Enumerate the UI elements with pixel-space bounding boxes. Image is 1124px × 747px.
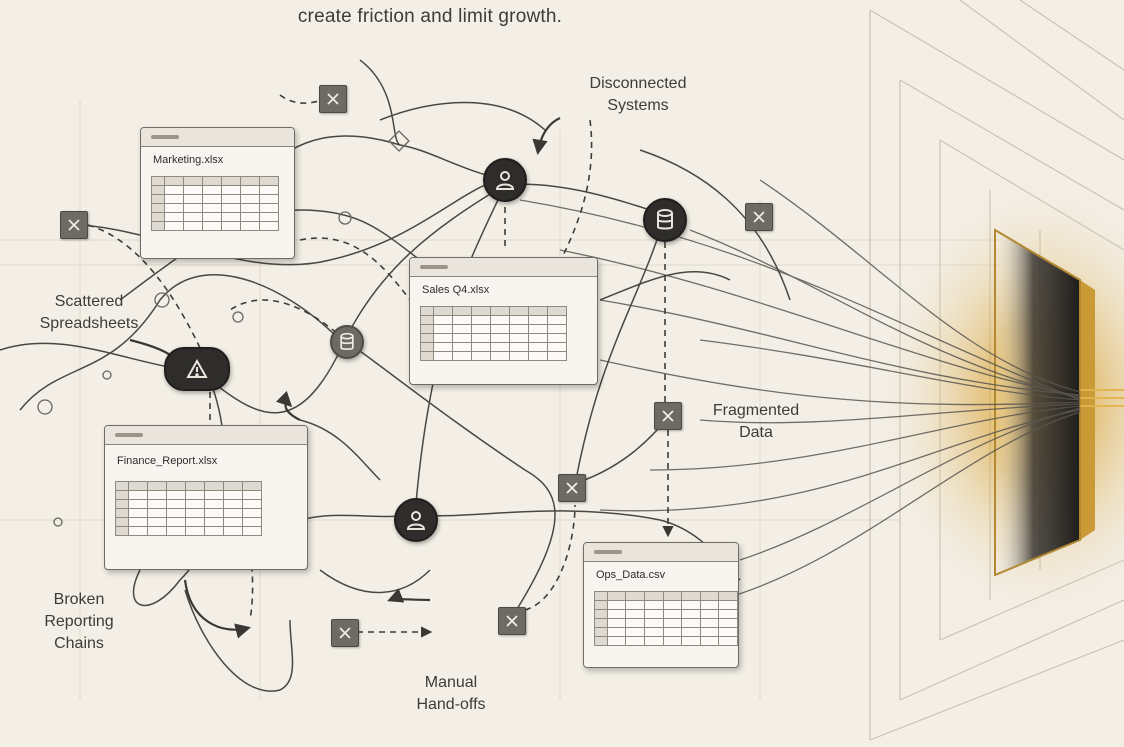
window-titlebar [410, 258, 597, 277]
database-node-middle[interactable] [330, 325, 364, 359]
window-titlebar [141, 128, 294, 147]
label-line: Disconnected [589, 75, 687, 92]
user-icon [406, 511, 426, 530]
close-icon [506, 615, 518, 627]
database-icon [340, 332, 354, 350]
label-broken-reporting-chains: Broken Reporting Chains [24, 589, 134, 655]
data-portal [870, 170, 1124, 630]
user-node-top[interactable] [483, 158, 527, 202]
finance-spreadsheet-window[interactable]: Finance_Report.xlsx [104, 425, 308, 570]
label-line: Reporting [44, 613, 114, 630]
label-line: Manual [424, 674, 478, 691]
spreadsheet-grid [151, 176, 279, 231]
file-name: Ops_Data.csv [596, 569, 666, 581]
window-titlebar [105, 426, 307, 445]
broken-link-marker[interactable] [331, 619, 359, 647]
database-icon [657, 209, 673, 230]
label-line: Fragmented [712, 402, 800, 419]
spreadsheet-grid [420, 306, 567, 361]
label-line: Systems [607, 97, 669, 114]
window-titlebar [584, 543, 738, 562]
broken-link-marker[interactable] [498, 607, 526, 635]
converging-lines [519, 179, 1081, 601]
ops-data-window[interactable]: Ops_Data.csv [583, 542, 739, 668]
spreadsheet-grid [115, 481, 262, 536]
broken-link-marker[interactable] [654, 402, 682, 430]
broken-link-marker[interactable] [745, 203, 773, 231]
file-name: Sales Q4.xlsx [422, 284, 490, 296]
label-scattered-spreadsheets: Scattered Spreadsheets [24, 291, 154, 335]
close-icon [566, 482, 578, 494]
close-icon [327, 93, 339, 105]
user-node-bottom[interactable] [394, 498, 438, 542]
broken-link-marker[interactable] [558, 474, 586, 502]
sales-spreadsheet-window[interactable]: Sales Q4.xlsx [409, 257, 598, 385]
label-line: Scattered [54, 293, 124, 310]
close-icon [339, 627, 351, 639]
spreadsheet-grid [594, 591, 738, 646]
broken-link-marker[interactable] [319, 85, 347, 113]
file-name: Marketing.xlsx [153, 154, 224, 166]
marketing-spreadsheet-window[interactable]: Marketing.xlsx [140, 127, 295, 259]
cloud-warning-node[interactable] [164, 347, 230, 391]
small-circles [37, 130, 410, 527]
close-icon [753, 211, 765, 223]
database-node-top[interactable] [643, 198, 687, 242]
label-fragmented-data: Fragmented Data [694, 400, 818, 444]
portal-rays [1080, 389, 1124, 407]
label-line: Broken [53, 591, 105, 608]
file-name: Finance_Report.xlsx [117, 455, 218, 467]
close-icon [662, 410, 674, 422]
label-manual-hand-offs: Manual Hand-offs [396, 672, 506, 716]
label-line: Data [739, 424, 773, 441]
label-line: Hand-offs [416, 696, 486, 713]
broken-link-marker[interactable] [60, 211, 88, 239]
user-icon [495, 171, 515, 190]
cloud-warning-icon [186, 358, 208, 378]
label-line: Chains [54, 635, 104, 652]
label-disconnected-systems: Disconnected Systems [568, 73, 708, 117]
headline-caption: create friction and limit growth. [297, 6, 563, 27]
label-line: Spreadsheets [39, 315, 139, 332]
close-icon [68, 219, 80, 231]
